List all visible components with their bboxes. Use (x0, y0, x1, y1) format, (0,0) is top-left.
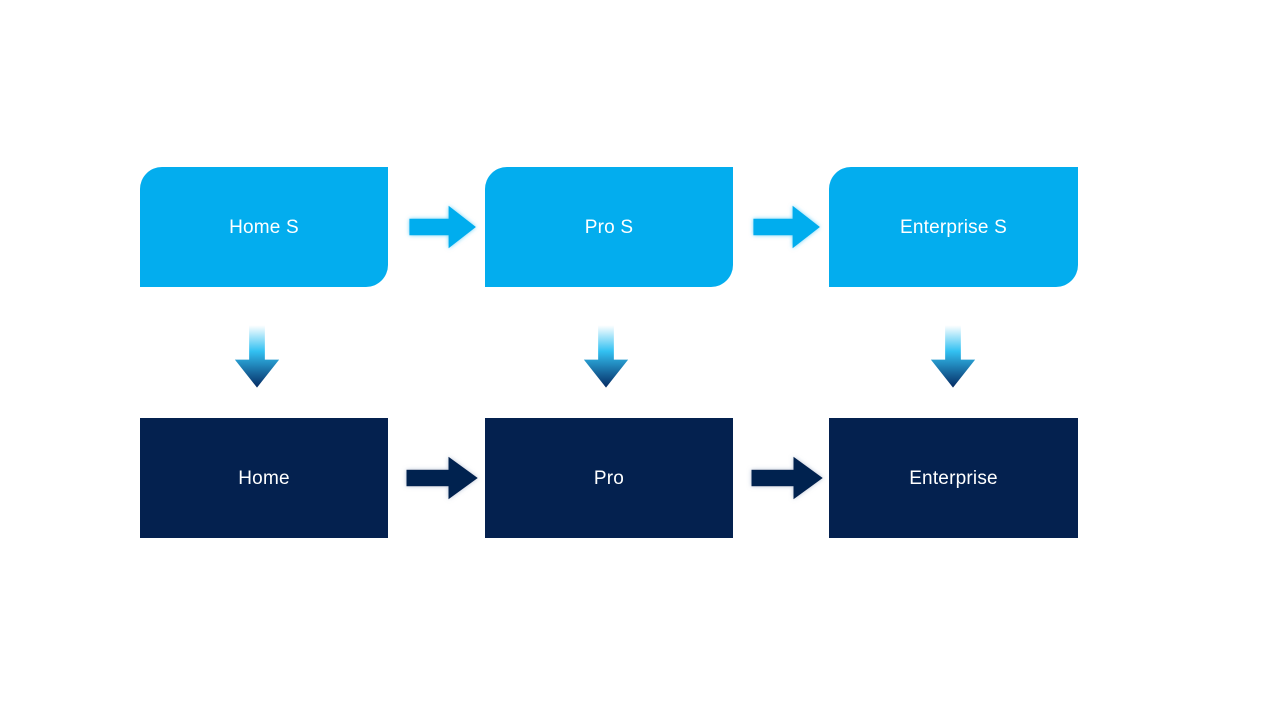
arrow-right-icon-pro-to-enterprise (750, 454, 825, 502)
node-home[interactable]: Home (140, 418, 388, 538)
arrow-down-icon-enterprise-s-to-enterprise (928, 310, 978, 390)
node-enterprise-s[interactable]: Enterprise S (829, 167, 1078, 287)
node-label-enterprise: Enterprise (909, 467, 998, 489)
node-label-enterprise-s: Enterprise S (900, 216, 1007, 238)
node-label-home: Home (238, 467, 290, 489)
node-label-pro-s: Pro S (584, 216, 634, 238)
node-pro[interactable]: Pro (485, 418, 733, 538)
node-label-pro: Pro (593, 467, 625, 489)
node-pro-s[interactable]: Pro S (485, 167, 733, 287)
node-home-s[interactable]: Home S (140, 167, 388, 287)
arrow-right-icon-home-to-pro (405, 454, 480, 502)
arrow-down-icon-home-s-to-home (232, 310, 282, 390)
arrow-right-icon-pro-s-to-enterprise-s (752, 203, 822, 251)
node-enterprise[interactable]: Enterprise (829, 418, 1078, 538)
node-label-home-s: Home S (229, 216, 299, 238)
arrow-down-icon-pro-s-to-pro (581, 310, 631, 390)
arrow-right-icon-home-s-to-pro-s (408, 203, 478, 251)
